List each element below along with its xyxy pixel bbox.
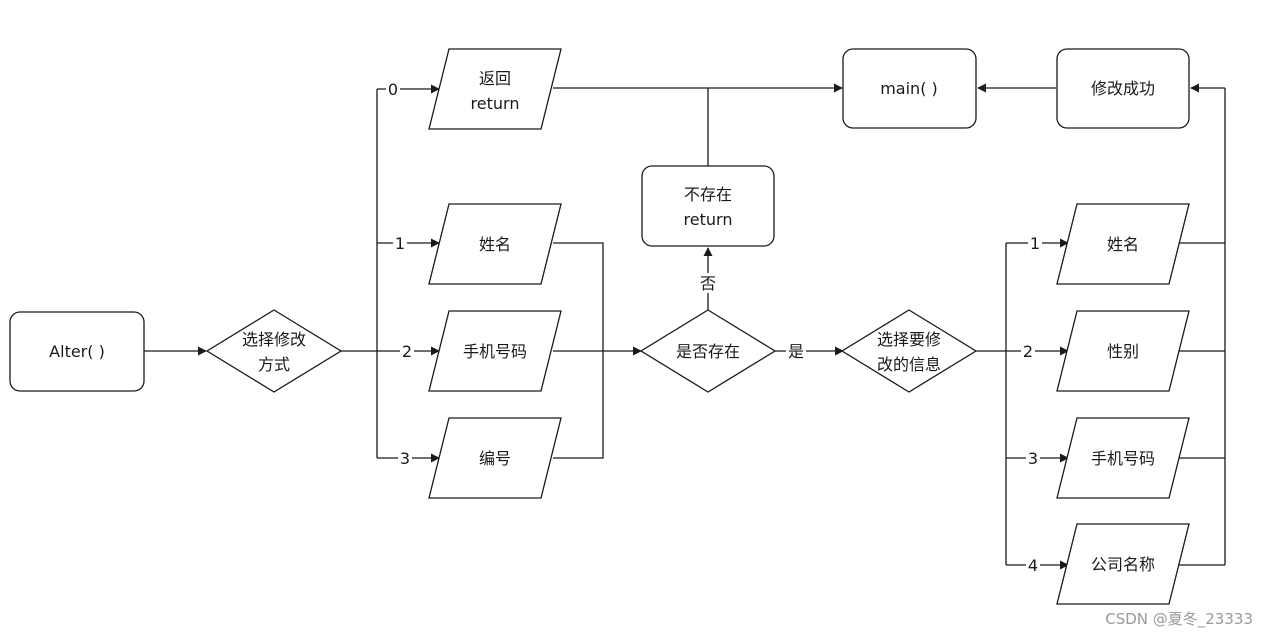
node-return-option-line-2: return: [471, 94, 520, 113]
node-search-by-name: 姓名: [428, 203, 562, 285]
node-search-by-phone-label: 手机号码: [463, 342, 527, 361]
node-search-by-name-label: 姓名: [479, 235, 511, 254]
edge-label-option-0: 0: [388, 80, 398, 99]
node-edit-phone-label: 手机号码: [1091, 449, 1155, 468]
node-edit-company: 公司名称: [1056, 523, 1190, 605]
node-main: main( ): [842, 48, 977, 129]
node-alter-label: Alter( ): [49, 342, 105, 361]
edge-labels: 0 1 2 3 否 是 1 2 3 4: [386, 79, 1042, 575]
watermark-text: CSDN @夏冬_23333: [1105, 610, 1253, 629]
node-edit-success: 修改成功: [1056, 48, 1190, 129]
node-return-option-line-1: 返回: [479, 69, 511, 88]
node-choose-info-line-2: 改的信息: [877, 355, 941, 374]
edge-label-option-2: 2: [402, 342, 412, 361]
node-choose-info: 选择要修 改的信息: [840, 309, 978, 393]
node-exists-decision-label: 是否存在: [676, 342, 740, 361]
node-choose-mode: 选择修改 方式: [205, 309, 343, 393]
node-exists-decision: 是否存在: [639, 309, 777, 393]
node-search-by-phone: 手机号码: [428, 310, 562, 392]
node-edit-success-label: 修改成功: [1091, 79, 1155, 98]
node-edit-name: 姓名: [1056, 203, 1190, 285]
edge-label-no: 否: [700, 274, 716, 293]
edge-label-info-2: 2: [1023, 342, 1033, 361]
node-choose-mode-line-1: 选择修改: [242, 330, 306, 349]
edge-label-info-3: 3: [1028, 449, 1038, 468]
edge-label-info-4: 4: [1028, 556, 1038, 575]
node-not-exist-line-1: 不存在: [684, 185, 732, 204]
node-choose-mode-line-2: 方式: [258, 355, 290, 374]
node-main-label: main( ): [880, 79, 938, 98]
node-edit-phone: 手机号码: [1056, 417, 1190, 499]
node-search-by-number-label: 编号: [479, 449, 511, 468]
node-edit-company-label: 公司名称: [1091, 555, 1155, 574]
edge-label-option-1: 1: [395, 234, 405, 253]
node-not-exist: 不存在 return: [641, 165, 775, 247]
node-edit-gender-label: 性别: [1107, 342, 1139, 361]
edge-label-yes: 是: [788, 342, 804, 361]
node-choose-info-line-1: 选择要修: [877, 330, 941, 349]
node-edit-gender: 性别: [1056, 310, 1190, 392]
node-alter: Alter( ): [9, 311, 145, 392]
edge-label-info-1: 1: [1030, 234, 1040, 253]
node-search-by-number: 编号: [428, 417, 562, 499]
node-return-option: 返回 return: [428, 48, 562, 130]
edge-label-option-3: 3: [400, 449, 410, 468]
node-not-exist-line-2: return: [684, 210, 733, 229]
node-edit-name-label: 姓名: [1107, 235, 1139, 254]
